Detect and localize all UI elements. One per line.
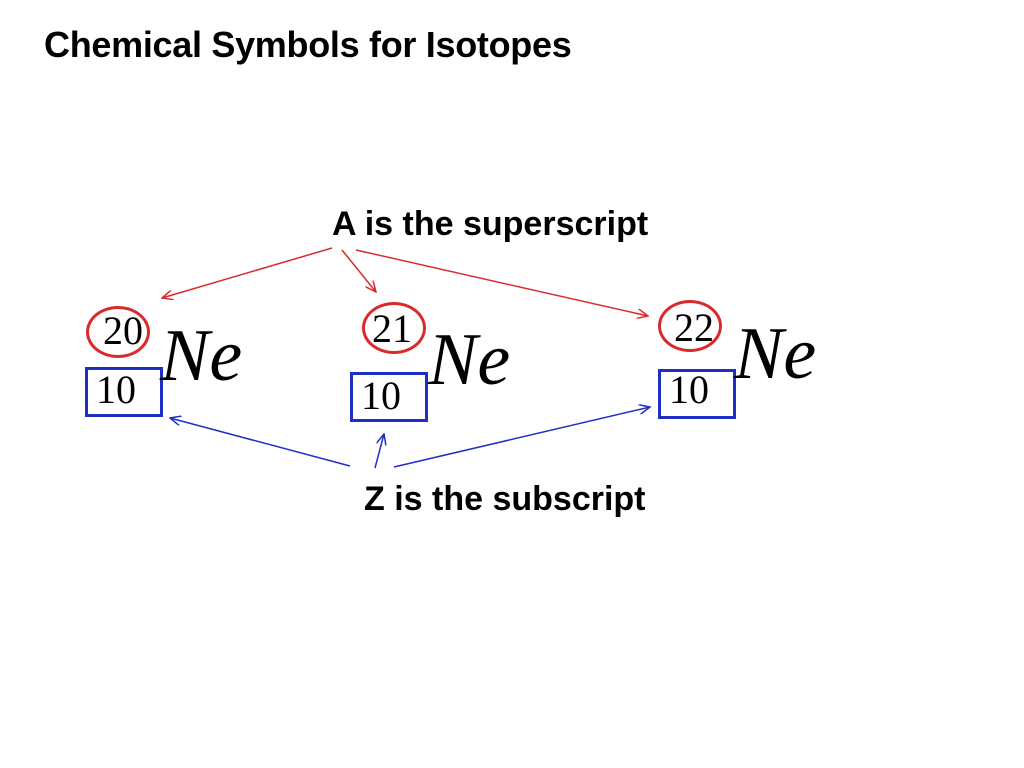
superscript-arrow — [355, 249, 648, 316]
mass-number: 21 — [372, 306, 412, 351]
atomic-number-highlight-box — [85, 367, 163, 417]
element-symbol: Ne — [160, 315, 243, 397]
subscript-arrow — [374, 434, 384, 469]
superscript-arrow — [341, 249, 376, 292]
atomic-number-highlight-box — [350, 372, 428, 422]
mass-number-highlight-circle — [86, 306, 150, 358]
atomic-number: 10 — [96, 367, 136, 412]
mass-number: 22 — [674, 305, 714, 350]
atomic-number: 10 — [669, 367, 709, 412]
mass-number-highlight-circle — [362, 302, 426, 354]
page-title: Chemical Symbols for Isotopes — [44, 24, 572, 65]
element-symbol: Ne — [734, 313, 817, 395]
element-symbol: Ne — [428, 319, 511, 401]
subscript-label: Z is the subscript — [364, 480, 646, 518]
atomic-number-highlight-box — [658, 369, 736, 419]
mass-number: 20 — [103, 308, 143, 353]
subscript-arrow — [393, 407, 650, 468]
mass-number-highlight-circle — [658, 300, 722, 352]
superscript-arrow — [162, 247, 333, 298]
superscript-label: A is the superscript — [332, 205, 649, 243]
subscript-arrow — [170, 418, 351, 467]
atomic-number: 10 — [361, 373, 401, 418]
